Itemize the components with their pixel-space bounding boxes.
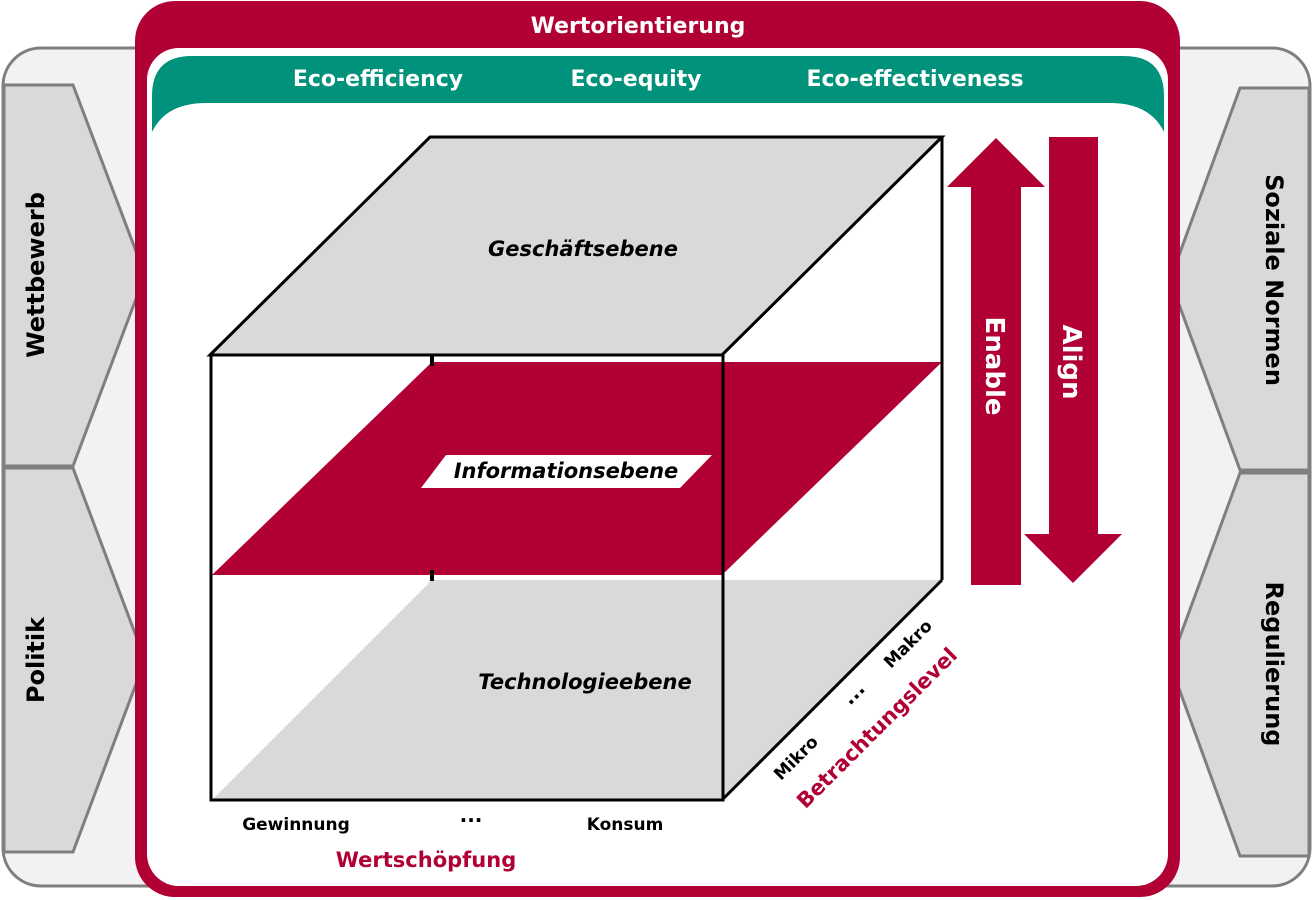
right-chevron-top (1168, 86, 1311, 472)
cube: Geschäftsebene Informationsebene Technol… (206, 135, 946, 802)
frame-title: Wertorientierung (531, 14, 746, 39)
align-label: Align (1056, 324, 1086, 399)
layer-information-label: Informationsebene (454, 459, 679, 483)
label-regulierung: Regulierung (1260, 582, 1288, 747)
technology-plane (212, 580, 942, 800)
tab-eco-effectiveness: Eco-effectiveness (806, 67, 1023, 92)
enable-arrow (947, 138, 1045, 585)
layer-technology-label: Technologieebene (478, 670, 691, 694)
enable-label: Enable (979, 317, 1009, 416)
layer-business-label: Geschäftsebene (488, 237, 678, 261)
left-chevron-bottom (2, 466, 147, 854)
left-chevron-top (2, 83, 147, 468)
axis-x-label: Wertschöpfung (336, 848, 516, 872)
cube-right-bottom-edge (720, 578, 944, 802)
label-politik: Politik (22, 616, 50, 703)
tab-eco-equity: Eco-equity (570, 67, 701, 92)
axis-x-start: Gewinnung (242, 815, 350, 835)
tab-eco-efficiency: Eco-efficiency (293, 67, 463, 92)
cube-front-face (209, 353, 725, 802)
align-arrow (1024, 137, 1122, 583)
information-label-box (421, 455, 712, 488)
right-chevron-bottom (1168, 471, 1311, 858)
label-soziale-normen: Soziale Normen (1260, 174, 1288, 386)
axis-x-end: Konsum (587, 815, 664, 835)
axis-x-middle: ... (460, 803, 483, 827)
eco-band (152, 56, 1164, 132)
label-wettbewerb: Wettbewerb (22, 192, 50, 358)
